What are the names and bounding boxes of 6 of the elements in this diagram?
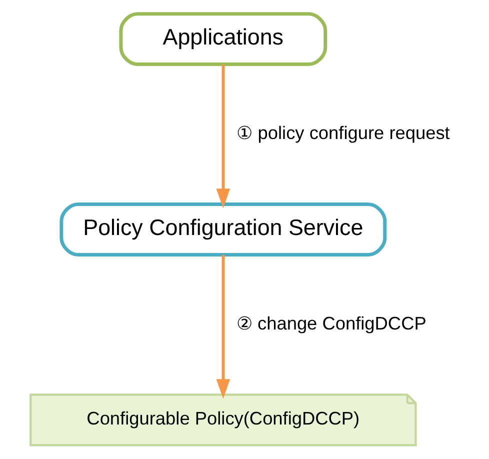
arrow: [216, 64, 230, 208]
node-box: Applications: [119, 12, 328, 66]
edge-label: ② change ConfigDCCP: [236, 313, 426, 334]
edge-label: ① policy configure request: [236, 123, 450, 144]
node-box: Policy Configuration Service: [60, 202, 387, 256]
arrow: [216, 255, 230, 399]
